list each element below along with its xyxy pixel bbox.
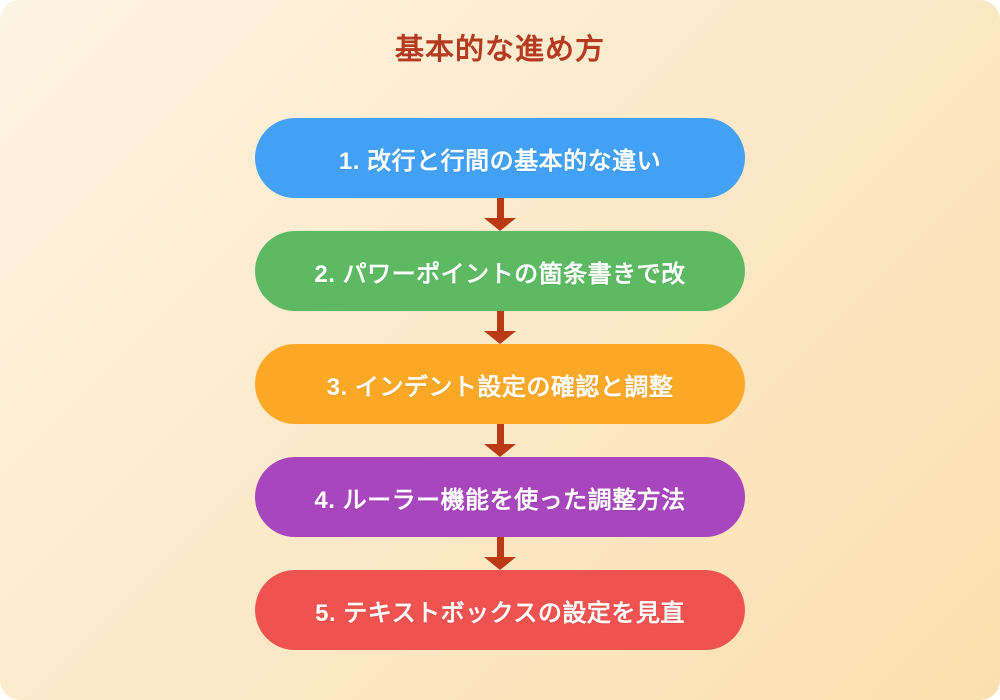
flow-step-5-label: 5. テキストボックスの設定を見直 [315,599,685,627]
down-arrow-head [484,557,516,570]
down-arrow-head [484,331,516,344]
flow-step-5: 5. テキストボックスの設定を見直 [255,570,745,650]
down-arrow-stem [496,424,504,444]
flow-step-3: 3. インデント設定の確認と調整 [255,344,745,424]
flow-step-3-label: 3. インデント設定の確認と調整 [326,373,674,401]
down-arrow [484,198,516,231]
page-title: 基本的な進め方 [394,34,605,66]
flow-step-4-label: 4. ルーラー機能を使った調整方法 [314,486,686,514]
down-arrow-stem [496,198,504,218]
flow-step-1-label: 1. 改行と行間の基本的な違い [338,147,662,175]
down-arrow-head [484,444,516,457]
down-arrow [484,537,516,570]
down-arrow-stem [496,311,504,331]
flow-step-2: 2. パワーポイントの箇条書きで改 [255,231,745,311]
down-arrow-stem [496,537,504,557]
down-arrow-head [484,218,516,231]
flow-step-1: 1. 改行と行間の基本的な違い [255,118,745,198]
down-arrow [484,424,516,457]
flow-step-4: 4. ルーラー機能を使った調整方法 [255,457,745,537]
flowchart: 1. 改行と行間の基本的な違い 2. パワーポイントの箇条書きで改 3. インデ… [255,118,745,650]
flow-step-2-label: 2. パワーポイントの箇条書きで改 [314,260,686,288]
down-arrow [484,311,516,344]
